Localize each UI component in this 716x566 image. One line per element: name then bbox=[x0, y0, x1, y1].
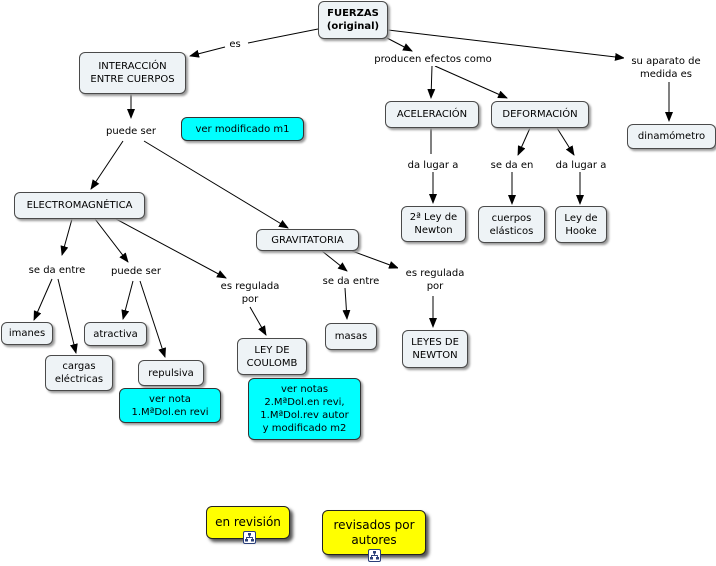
link-en-revision[interactable]: en revisión bbox=[206, 506, 290, 539]
concept-deformacion[interactable]: DEFORMACIÓN bbox=[491, 101, 589, 128]
link-producen-efectos-como: producen efectos como bbox=[368, 53, 498, 66]
link-se-da-en: se da en bbox=[484, 159, 540, 172]
note-coulomb[interactable]: ver notas 2.MªDol.en revi, 1.MªDol.rev a… bbox=[248, 378, 361, 440]
concept-aceleracion[interactable]: ACELERACIÓN bbox=[385, 101, 479, 128]
concept-dinamometro[interactable]: dinamómetro bbox=[627, 124, 716, 149]
concept-ley-de-coulomb[interactable]: LEY DE COULOMB bbox=[237, 338, 307, 375]
concept-atractiva[interactable]: atractiva bbox=[84, 322, 147, 346]
note-repulsiva[interactable]: ver nota 1.MªDol.en revi bbox=[119, 388, 221, 423]
concept-map-icon[interactable] bbox=[243, 531, 256, 544]
note-modificado-m1[interactable]: ver modificado m1 bbox=[181, 117, 304, 141]
link-da-lugar-a: da lugar a bbox=[550, 159, 612, 172]
link-es-regulada-por: es regulada por bbox=[398, 267, 472, 293]
concept-imanes[interactable]: imanes bbox=[1, 322, 53, 345]
concept-fuerzas[interactable]: FUERZAS (original) bbox=[318, 1, 388, 39]
link-se-da-entre: se da entre bbox=[316, 275, 386, 288]
link-revisados-por-autores[interactable]: revisados por autores bbox=[322, 510, 426, 555]
concept-map-icon[interactable] bbox=[368, 549, 381, 562]
link-es-regulada-por: es regulada por bbox=[214, 280, 286, 306]
concept-cargas-electricas[interactable]: cargas eléctricas bbox=[45, 355, 113, 391]
link-puede-ser: puede ser bbox=[105, 265, 167, 278]
concept-electromagnetica[interactable]: ELECTROMAGNÉTICA bbox=[14, 192, 145, 219]
concept-ley-hooke[interactable]: Ley de Hooke bbox=[555, 206, 607, 243]
link-su-aparato-de-medida: su aparato de medida es bbox=[624, 55, 708, 81]
concept-cuerpos-elasticos[interactable]: cuerpos elásticos bbox=[478, 206, 545, 243]
concept-leyes-de-newton[interactable]: LEYES DE NEWTON bbox=[402, 330, 468, 368]
link-es: es bbox=[226, 38, 244, 51]
link-da-lugar-a: da lugar a bbox=[401, 159, 465, 172]
concept-repulsiva[interactable]: repulsiva bbox=[138, 360, 204, 386]
concept-2a-ley-newton[interactable]: 2ª Ley de Newton bbox=[401, 206, 466, 242]
concept-gravitatoria[interactable]: GRAVITATORIA bbox=[256, 229, 359, 251]
concept-interaccion-entre-cuerpos[interactable]: INTERACCIÓN ENTRE CUERPOS bbox=[79, 52, 186, 94]
concept-masas[interactable]: masas bbox=[325, 323, 377, 350]
link-se-da-entre: se da entre bbox=[21, 264, 93, 277]
link-puede-ser: puede ser bbox=[100, 125, 162, 138]
